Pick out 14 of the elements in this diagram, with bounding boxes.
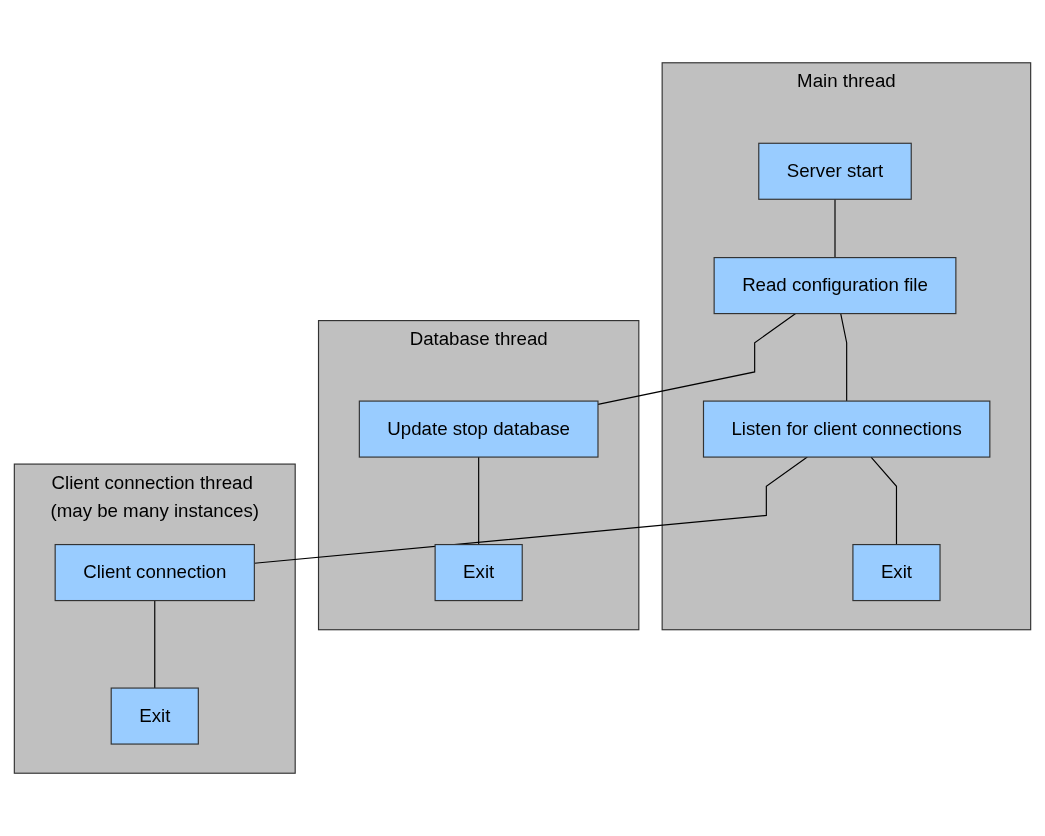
connector [834, 198, 836, 259]
node-box: Exit [434, 544, 523, 602]
node-box: Read configuration file [713, 257, 957, 315]
connector [154, 600, 156, 689]
node-box: Exit [852, 544, 941, 602]
node-box: Exit [110, 687, 199, 745]
connector [478, 456, 480, 546]
node-box: Server start [758, 142, 912, 200]
node-box: Client connection [54, 544, 255, 602]
connector [840, 313, 848, 402]
connector [870, 456, 898, 546]
connector [597, 313, 797, 405]
node-box: Listen for client connections [702, 400, 991, 458]
node-box: Update stop database [358, 400, 599, 458]
